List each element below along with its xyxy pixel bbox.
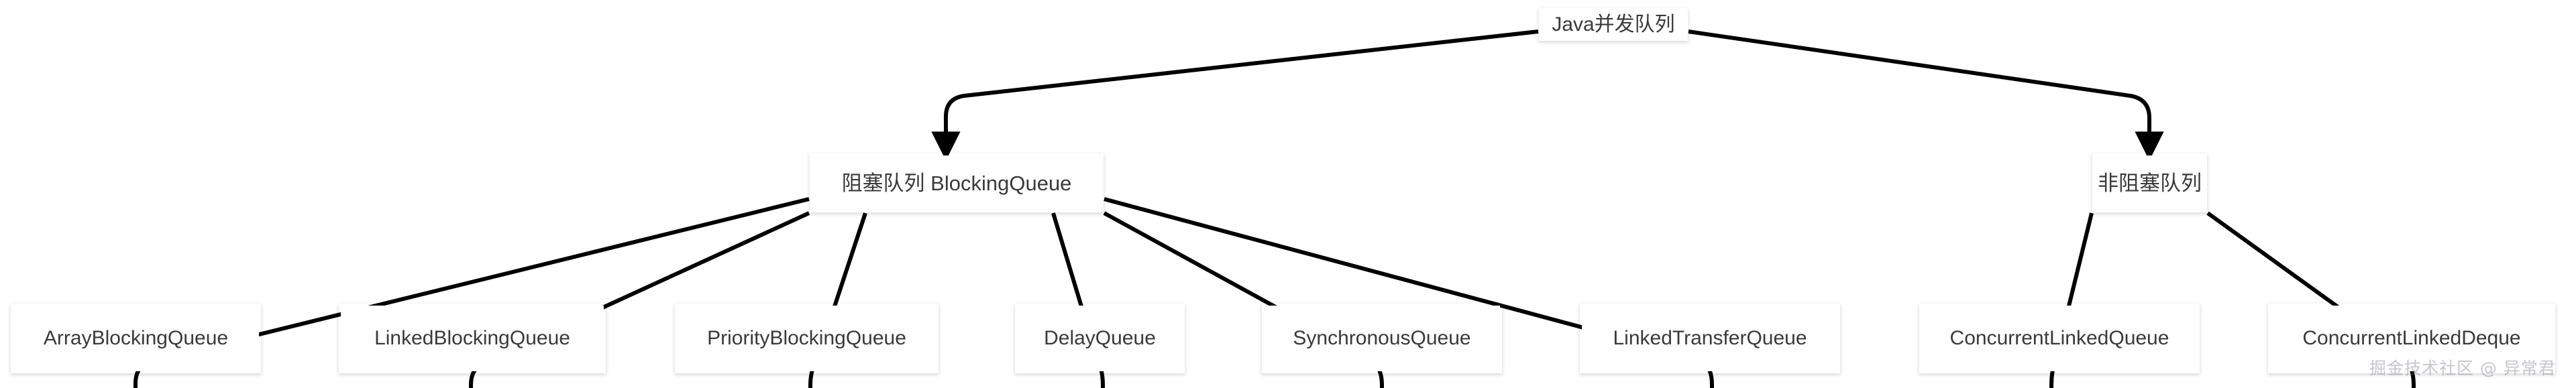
node-label-concurrent-linked-queue: ConcurrentLinkedQueue: [1949, 327, 2169, 349]
node-non-blocking-queue[interactable]: 非阻塞队列: [2092, 153, 2208, 213]
node-linked-blocking-queue[interactable]: LinkedBlockingQueue: [338, 303, 606, 374]
edge-root-to-blocking-queue: [931, 29, 1539, 161]
edge-root-to-non-blocking-queue: [1688, 29, 2164, 161]
node-linked-transfer-queue[interactable]: LinkedTransferQueue: [1579, 303, 1841, 374]
node-concurrent-linked-queue[interactable]: ConcurrentLinkedQueue: [1919, 303, 2200, 374]
node-label-concurrent-linked-deque: ConcurrentLinkedDeque: [2302, 327, 2521, 349]
node-label-linked-transfer-queue: LinkedTransferQueue: [1613, 327, 1807, 349]
node-blocking-queue[interactable]: 阻塞队列 BlockingQueue: [809, 153, 1104, 213]
node-array-blocking-queue[interactable]: ArrayBlockingQueue: [10, 303, 262, 374]
node-priority-blocking-queue[interactable]: PriorityBlockingQueue: [674, 303, 939, 374]
node-label-synchronous-queue: SynchronousQueue: [1293, 327, 1471, 349]
node-label-root: Java并发队列: [1552, 13, 1675, 36]
node-delay-queue[interactable]: DelayQueue: [1014, 303, 1185, 374]
node-label-blocking-queue: 阻塞队列 BlockingQueue: [841, 171, 1072, 195]
watermark: 掘金技术社区 @ 异常君: [2369, 359, 2556, 378]
node-label-array-blocking-queue: ArrayBlockingQueue: [43, 327, 229, 349]
node-synchronous-queue[interactable]: SynchronousQueue: [1261, 303, 1503, 374]
node-label-linked-blocking-queue: LinkedBlockingQueue: [374, 327, 570, 349]
node-label-non-blocking-queue: 非阻塞队列: [2098, 171, 2202, 195]
node-root[interactable]: Java并发队列: [1538, 7, 1688, 42]
node-label-delay-queue: DelayQueue: [1044, 327, 1156, 349]
node-label-priority-blocking-queue: PriorityBlockingQueue: [707, 327, 906, 349]
node-concurrent-linked-deque[interactable]: ConcurrentLinkedDeque: [2267, 303, 2556, 374]
